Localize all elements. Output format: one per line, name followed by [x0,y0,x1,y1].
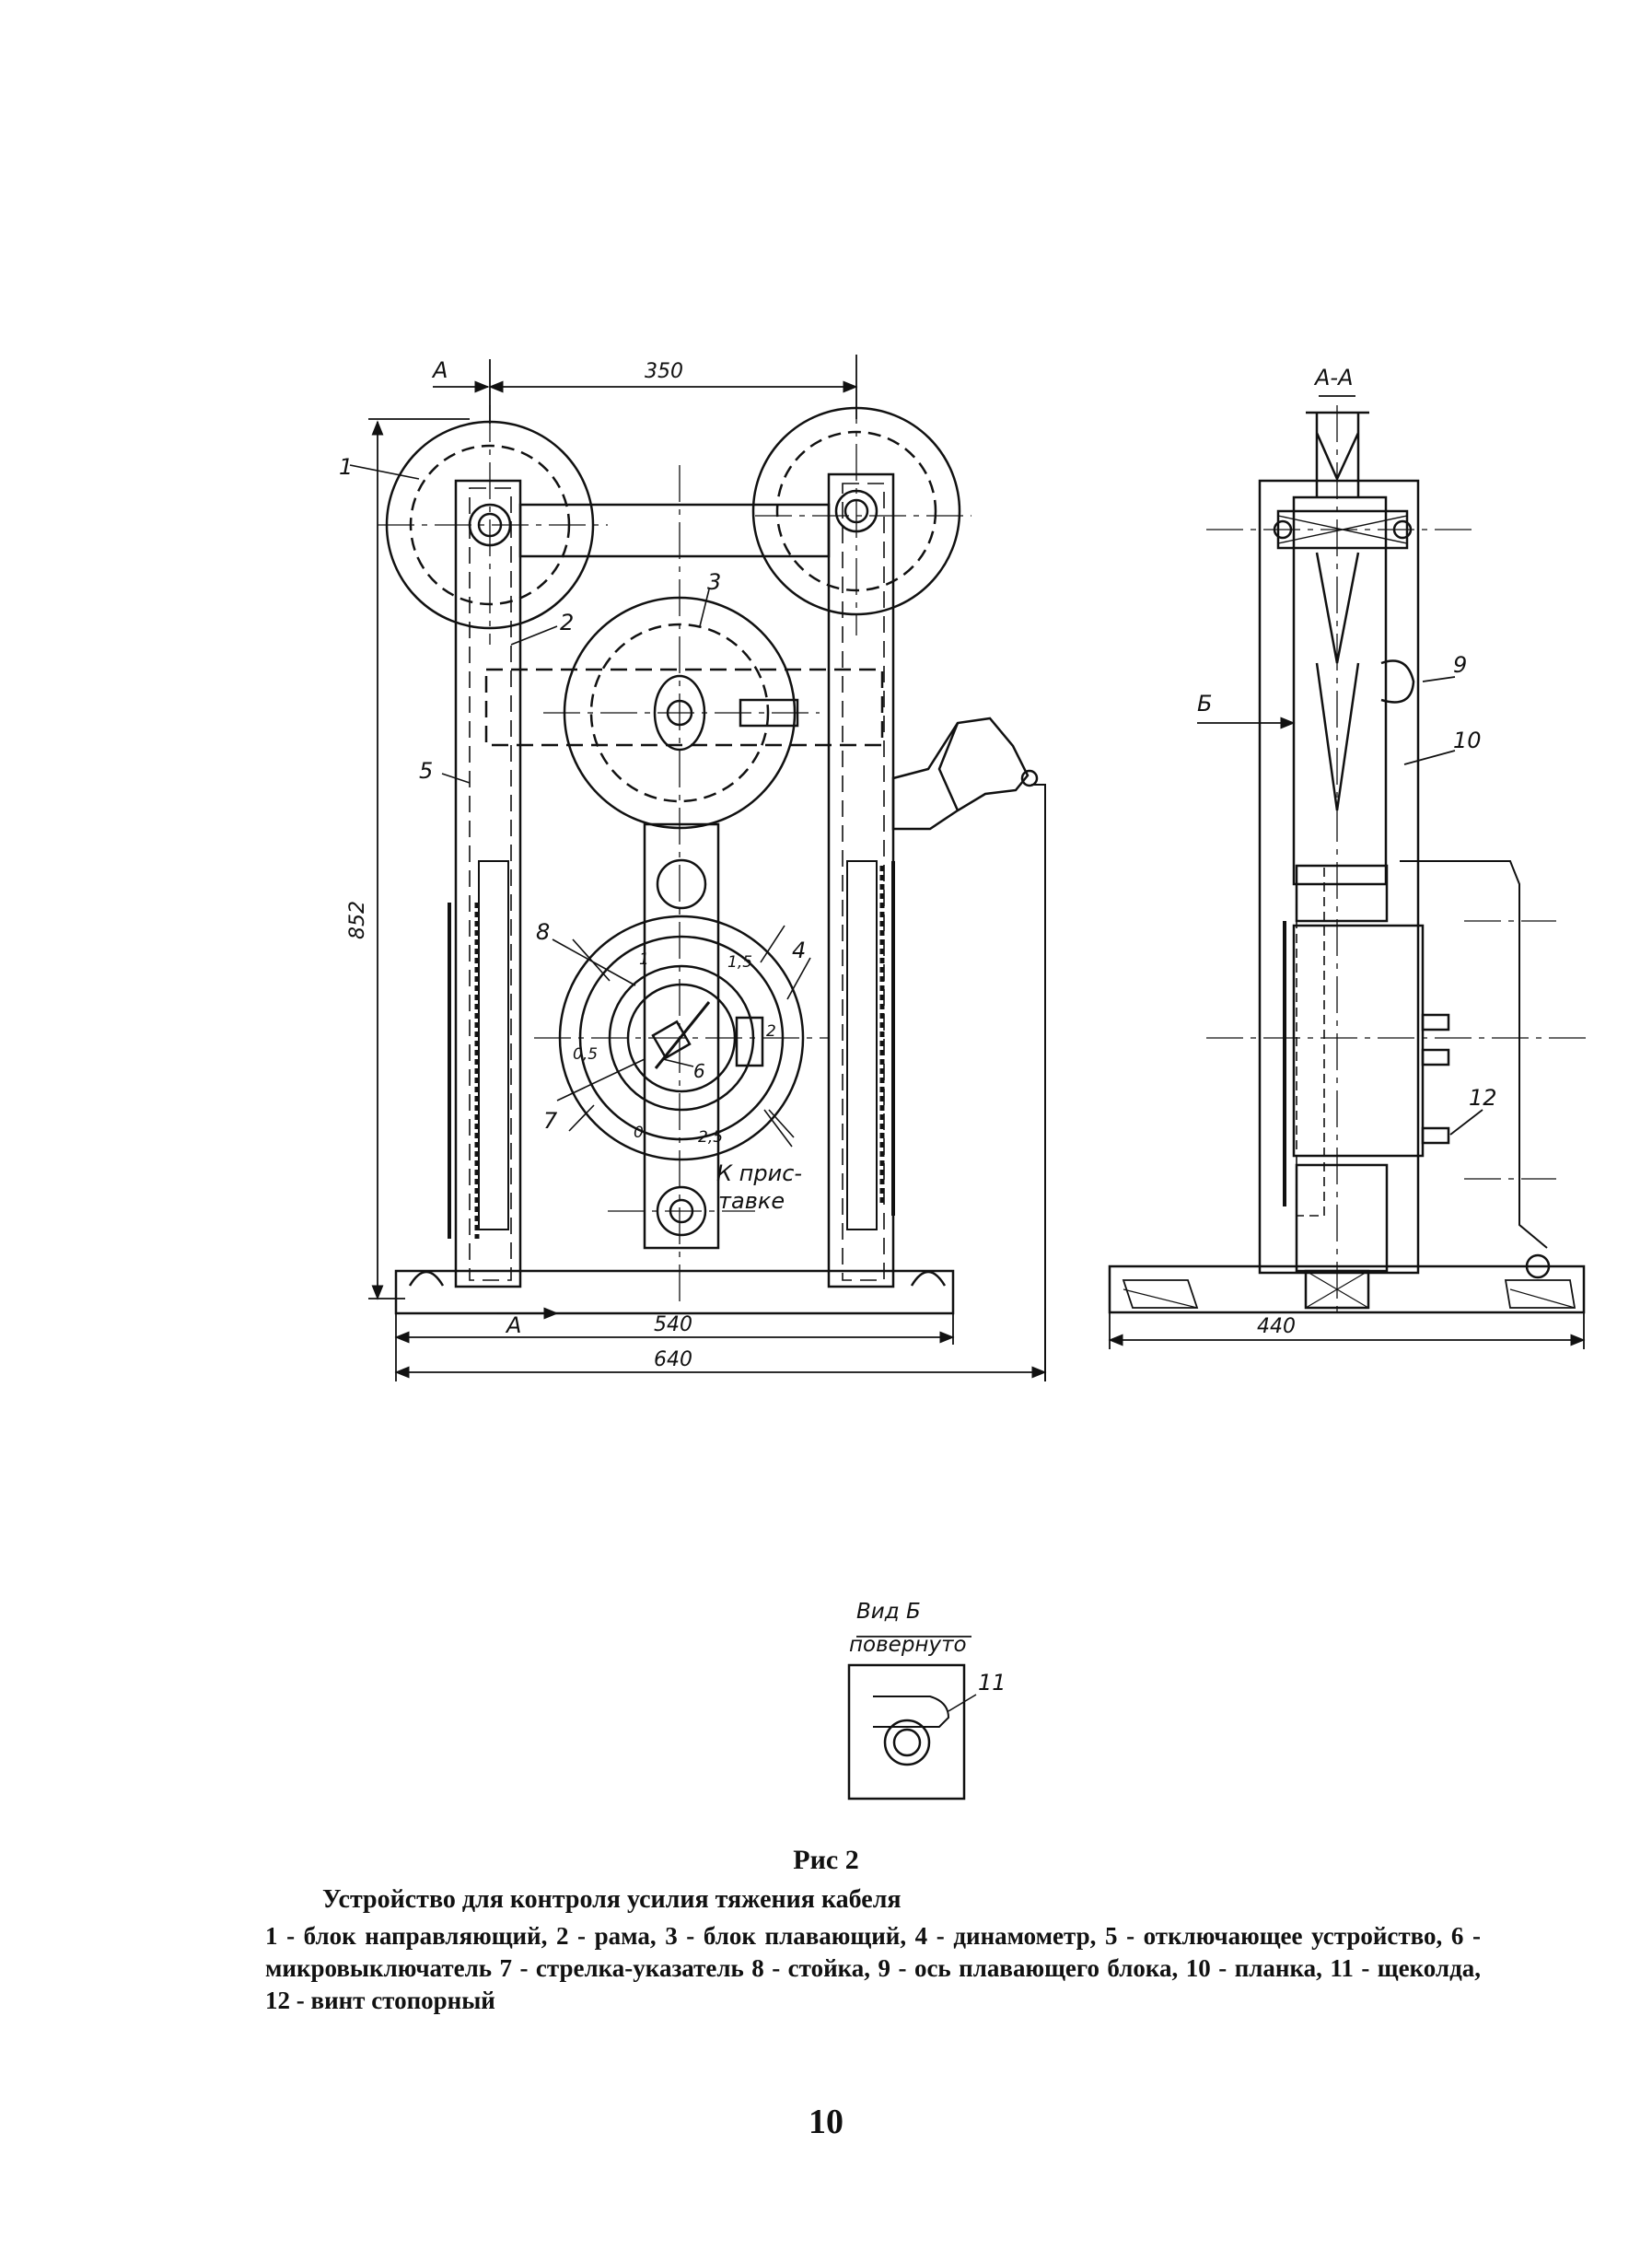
dial-scale-1-5: 1,5 [727,953,752,972]
callout-4: 4 [792,938,806,963]
front-center-lines [378,387,971,1308]
figure-legend: 1 - блок направляющий, 2 - рама, 3 - бло… [265,1922,1481,2014]
attachment-note-line2: тавке [718,1188,785,1214]
front-view-labels: 350 852 540 640 А А 1 2 3 4 5 6 7 8 0 0,… [339,357,806,1371]
dim-height: 852 [346,901,369,939]
section-view-a-a [1108,395,1588,1349]
attachment-note-line1: К прис- [716,1160,802,1186]
dial-scale-2-5: 2,5 [698,1128,723,1147]
callout-5: 5 [419,758,433,784]
section-view-title: А-А [1313,365,1354,390]
callout-10: 10 [1453,728,1482,753]
callout-6: 6 [693,1060,705,1082]
dim-top-width: 350 [645,360,683,383]
figure-title: Рис 2 [793,1845,859,1875]
detail-view-title-line2: повернуто [849,1633,967,1657]
callout-7: 7 [543,1108,558,1134]
dim-base-outer: 640 [654,1348,692,1371]
front-view [349,355,1047,1381]
detail-view-labels: Вид Б повернуто 11 [849,1600,1006,1696]
dial-scale-1: 1 [639,950,649,969]
section-view-labels: А-А 440 Б 9 10 12 [1197,365,1497,1338]
page-number: 10 [809,2103,843,2141]
dim-base-inner: 540 [654,1313,692,1336]
callout-3: 3 [707,569,721,595]
frame [454,472,895,1288]
detail-view-b [847,1636,977,1801]
callout-9: 9 [1453,652,1467,678]
view-arrow-b: Б [1197,691,1212,717]
figure-subtitle: Устройство для контроля усилия тяжения к… [322,1885,902,1914]
callout-2: 2 [560,610,574,635]
callout-1: 1 [339,454,353,480]
callout-8: 8 [536,919,550,945]
callout-11: 11 [978,1670,1006,1696]
front-dimensions [368,355,1047,1381]
dial-scale-0: 0 [634,1124,644,1142]
detail-view-title-line1: Вид Б [856,1600,921,1624]
section-mark-bottom: А [505,1312,521,1338]
disconnect-bars [448,860,895,1239]
callout-12: 12 [1469,1085,1497,1111]
switch-assembly [891,717,1046,1381]
section-mark-top: А [431,357,448,383]
dim-section-width: 440 [1257,1315,1296,1338]
dial-scale-0-5: 0,5 [573,1045,598,1064]
front-leaders [349,464,811,1148]
rack-post [643,822,720,1250]
dial-scale-2: 2 [766,1022,776,1041]
front-base [394,1269,955,1315]
